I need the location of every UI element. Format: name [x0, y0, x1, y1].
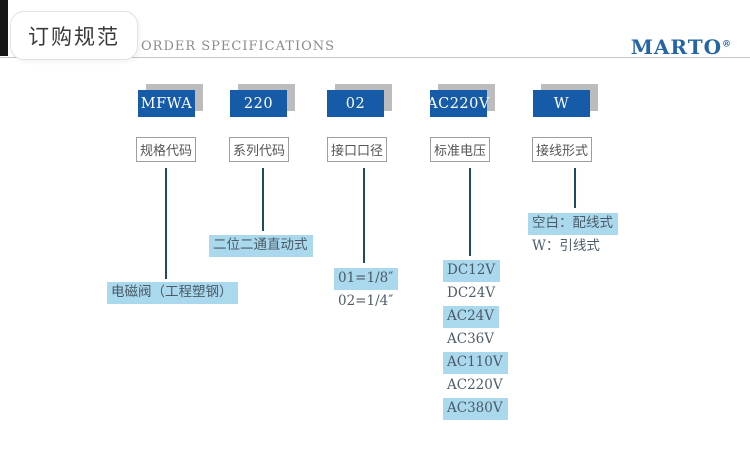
- option-item: AC110V: [443, 350, 508, 374]
- brand-logo: MARTO®: [631, 35, 732, 59]
- option-list: 空白：配线式 W：引线式: [528, 211, 618, 257]
- option-item: 空白：配线式: [528, 211, 618, 235]
- option-text: W：引线式: [532, 238, 600, 254]
- option-item: DC12V: [443, 258, 508, 282]
- code-segment-w: W: [533, 90, 590, 117]
- connector-line: [262, 168, 264, 231]
- code-segment-ac220v: AC220V: [427, 90, 489, 117]
- page-subtitle: ORDER SPECIFICATIONS: [141, 39, 336, 54]
- connector-line: [469, 168, 471, 256]
- field-label: 接口口径: [327, 137, 387, 162]
- field-label: 标准电压: [430, 137, 490, 162]
- option-text-highlighted: AC110V: [443, 352, 508, 374]
- header-divider: [0, 57, 750, 58]
- option-item: AC24V: [443, 304, 508, 328]
- option-item: AC36V: [443, 327, 508, 350]
- option-text-highlighted: 01=1/8″: [334, 268, 399, 290]
- option-text: 02=1/4″: [338, 293, 394, 309]
- option-text: AC36V: [447, 331, 495, 347]
- option-text-highlighted: AC24V: [443, 306, 500, 328]
- field-label: 规格代码: [136, 137, 196, 162]
- field-label: 接线形式: [532, 137, 592, 162]
- code-segment-mfwa: MFWA: [138, 90, 195, 117]
- option-text-highlighted: 空白：配线式: [528, 213, 618, 235]
- option-list: DC12V DC24V AC24V AC36V AC110V AC220V AC380V: [443, 258, 508, 420]
- connector-line: [363, 168, 365, 263]
- option-item: 电磁阀（工程塑钢）: [107, 280, 238, 304]
- connector-line: [165, 168, 167, 279]
- option-list: 电磁阀（工程塑钢）: [107, 280, 238, 304]
- option-item: AC380V: [443, 396, 508, 420]
- code-segment-02: 02: [327, 90, 384, 117]
- field-label: 系列代码: [229, 137, 289, 162]
- option-item: AC220V: [443, 373, 508, 396]
- option-text-highlighted: 电磁阀（工程塑钢）: [107, 282, 238, 304]
- page-title-box: 订购规范: [10, 11, 138, 60]
- option-text: DC24V: [447, 285, 496, 301]
- option-item: 02=1/4″: [334, 289, 398, 312]
- connector-line: [574, 168, 576, 208]
- option-text-highlighted: AC380V: [443, 398, 508, 420]
- option-text-highlighted: DC12V: [443, 260, 501, 282]
- registered-trademark-icon: ®: [722, 39, 732, 50]
- option-item: 01=1/8″: [334, 266, 399, 290]
- code-segment-220: 220: [230, 90, 287, 117]
- option-text-highlighted: 二位二通直动式: [209, 235, 313, 257]
- header-accent-bar: [0, 0, 8, 56]
- option-item: 二位二通直动式: [209, 233, 313, 257]
- option-item: W：引线式: [528, 234, 618, 257]
- option-text: AC220V: [447, 377, 503, 393]
- brand-name: MARTO: [630, 35, 722, 59]
- page-title: 订购规范: [28, 24, 120, 49]
- option-list: 01=1/8″ 02=1/4″: [334, 266, 399, 312]
- option-list: 二位二通直动式: [209, 233, 313, 257]
- option-item: DC24V: [443, 281, 508, 304]
